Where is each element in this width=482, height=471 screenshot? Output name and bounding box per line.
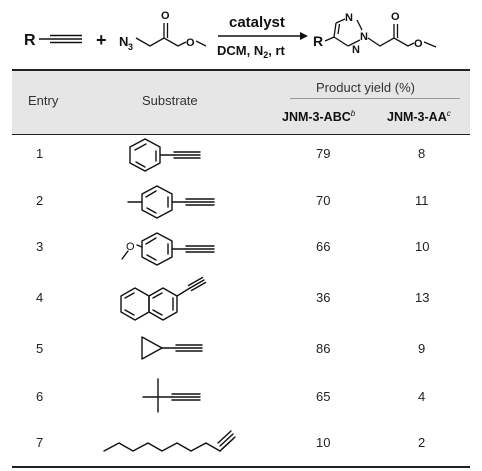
triazole-n2: N — [360, 31, 368, 43]
yield-aa-cell: 10 — [415, 239, 430, 254]
structure-1-decyne — [103, 430, 236, 452]
conditions-label: DCM, N2, rt — [217, 43, 286, 60]
yield-abc-cell: 79 — [316, 146, 331, 161]
yield-aa-cell: 9 — [418, 341, 426, 356]
entry-cell: 4 — [36, 290, 44, 305]
header-col-jnm3-aa: JNM-3-AAc — [387, 109, 451, 125]
yield-abc-cell: 65 — [316, 389, 331, 404]
yield-abc-cell: 36 — [316, 290, 331, 305]
methoxy-o-label: O — [126, 241, 135, 253]
catalyst-label: catalyst — [229, 14, 285, 31]
product-alkoxy-o: O — [414, 38, 423, 50]
yield-group-underline — [290, 98, 460, 99]
yield-abc-cell: 70 — [316, 193, 331, 208]
entry-cell: 2 — [36, 193, 44, 208]
entry-cell: 6 — [36, 389, 44, 404]
product-r-label: R — [313, 33, 323, 49]
structure-2-ethynylnaphthalene — [120, 276, 207, 321]
triazole-ring — [324, 18, 437, 48]
azide-subscript: 3 — [128, 42, 133, 52]
table-bottom-rule — [12, 466, 470, 468]
structure-tert-butylacetylene — [142, 378, 201, 413]
entry-cell: 3 — [36, 239, 44, 254]
yield-aa-cell: 8 — [418, 146, 426, 161]
table-header-band — [12, 70, 470, 134]
product-carbonyl-o: O — [391, 11, 400, 23]
header-entry: Entry — [28, 93, 59, 108]
header-product-yield: Product yield (%) — [316, 80, 415, 95]
entry-cell: 1 — [36, 146, 44, 161]
header-substrate: Substrate — [142, 93, 198, 108]
yield-aa-cell: 4 — [418, 389, 426, 404]
yield-abc-cell: 66 — [316, 239, 331, 254]
yield-aa-cell: 11 — [415, 193, 429, 208]
entry-cell: 5 — [36, 341, 44, 356]
ester-carbonyl-o: O — [161, 10, 170, 22]
header-col-jnm3-abc: JNM-3-ABCb — [282, 109, 356, 125]
structure-cyclopropylacetylene — [141, 336, 203, 360]
yield-aa-cell: 2 — [418, 435, 426, 450]
yield-aa-cell: 13 — [415, 290, 430, 305]
yield-abc-cell: 10 — [316, 435, 331, 450]
plus-sign: + — [96, 30, 107, 50]
azidoacetate-skeleton — [135, 23, 207, 47]
triazole-n3: N — [345, 12, 353, 24]
triazole-n1: N — [352, 44, 360, 56]
yield-abc-cell: 86 — [316, 341, 331, 356]
table-header-rule — [12, 134, 470, 135]
structure-phenylacetylene — [129, 138, 201, 172]
reaction-arrow — [218, 32, 308, 40]
reactant-r-label: R — [24, 32, 36, 49]
ester-alkoxy-o: O — [186, 37, 195, 49]
reaction-scheme: R + N 3 O O catalyst DCM, N2, rt R — [24, 10, 437, 60]
structure-4-ethynyltoluene — [127, 185, 215, 219]
entry-cell: 7 — [36, 435, 44, 450]
azide-n-label: N — [119, 34, 128, 49]
table-top-rule — [12, 69, 470, 71]
structure-4-ethynylanisole: O — [121, 232, 215, 266]
alkyne-bond — [39, 34, 82, 44]
